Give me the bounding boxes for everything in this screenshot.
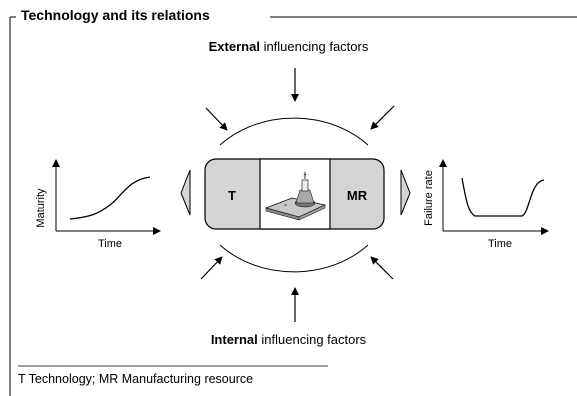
right-connector-triangle: [400, 169, 411, 216]
failure-rate-xlabel: Time: [488, 238, 512, 250]
failure-rate-chart: Failure rate Time: [423, 159, 549, 250]
arrow-bottom-left: [200, 256, 223, 280]
external-factors-label: External influencing factors: [0, 39, 577, 54]
maturity-ylabel: Maturity: [35, 188, 47, 228]
resource-label: MR: [347, 188, 368, 203]
external-rest: influencing factors: [259, 39, 369, 54]
arrow-top-left: [205, 107, 228, 131]
arrow-top-right: [370, 105, 395, 130]
internal-rest: influencing factors: [257, 332, 367, 347]
arrow-bottom-right: [370, 256, 394, 280]
svg-text:+: +: [303, 173, 307, 179]
internal-factors-label: Internal influencing factors: [0, 332, 577, 347]
maturity-chart: Maturity Time: [35, 159, 161, 250]
maturity-curve: [69, 176, 151, 220]
lower-arc: [219, 244, 369, 273]
footnote: T Technology; MR Manufacturing resource: [18, 372, 254, 386]
maturity-xlabel: Time: [98, 238, 122, 250]
left-connector-triangle: [180, 169, 191, 216]
external-bold: External: [208, 39, 260, 54]
upper-arc: [219, 117, 369, 146]
internal-bold: Internal: [210, 332, 258, 347]
bathtub-curve: [461, 177, 545, 217]
machine-illustration: +: [264, 172, 327, 221]
failure-rate-ylabel: Failure rate: [423, 170, 435, 226]
frame-title: Technology and its relations: [16, 6, 215, 24]
tech-label: T: [228, 188, 236, 203]
